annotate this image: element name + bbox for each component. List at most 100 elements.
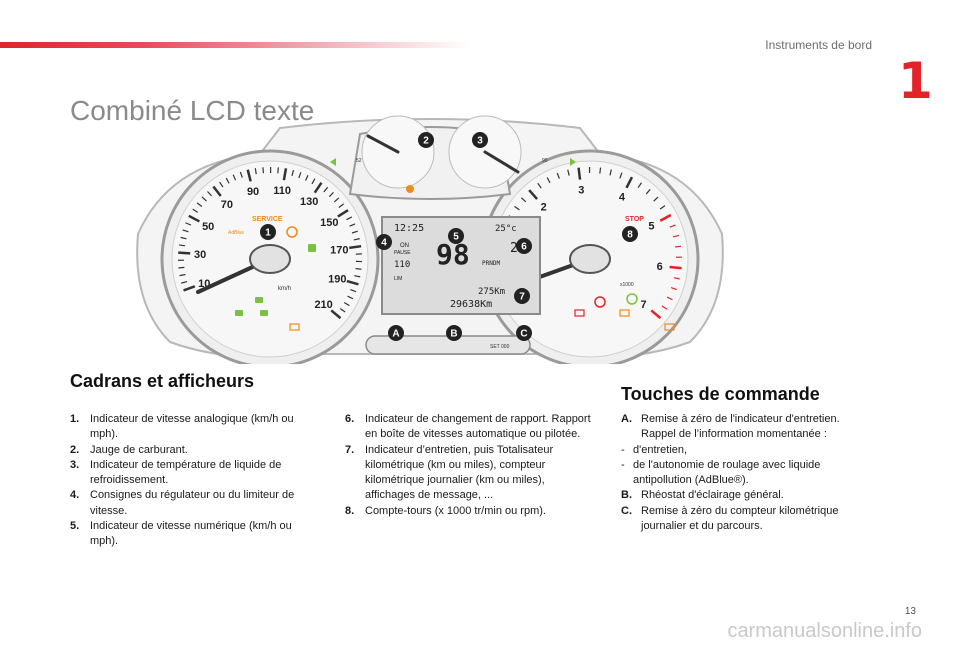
list-item: 5.Indicateur de vitesse numérique (km/h … — [70, 520, 292, 548]
list-item: B.Rhéostat d'éclairage général. — [621, 489, 784, 502]
rpm-tick-label: 4 — [619, 192, 626, 204]
dial-tick — [675, 245, 682, 248]
dial-tick — [178, 266, 185, 269]
lcd-gear: 2 — [510, 241, 518, 256]
speed-tick-label: 130 — [300, 196, 318, 208]
dial-tick — [650, 309, 662, 320]
list-item: 7.Indicateur d’entretien, puis Totalisat… — [345, 443, 554, 502]
lcd-pause: PAUSE — [394, 250, 411, 256]
lcd-odo: 29638Km — [450, 299, 492, 310]
callout-number: 4 — [381, 238, 387, 249]
dial-tick — [637, 182, 642, 189]
controls-heading: Touches de commande — [621, 384, 820, 404]
callout-marker-1 — [260, 224, 276, 240]
sub-item: -de l'autonomie de roulage avec liquide … — [621, 458, 821, 487]
callout-number: 2 — [423, 136, 429, 147]
speed-unit: km/h — [278, 286, 291, 292]
dial-tick — [188, 214, 200, 223]
dial-tick — [353, 238, 360, 241]
speed-tick-label: 70 — [221, 199, 233, 211]
dial-tick — [212, 185, 222, 197]
dial-tick — [577, 167, 582, 180]
sub-item: -d'entretien, — [621, 443, 688, 456]
rpm-tick-label: 5 — [648, 221, 654, 233]
callout-number: 6 — [521, 242, 527, 253]
lcd-temp: 25°c — [495, 224, 517, 234]
dial-tick — [672, 234, 680, 238]
dial-tick — [313, 182, 323, 194]
button-b-marker — [446, 325, 462, 341]
dial-tick — [653, 196, 659, 202]
speed-tick-label: 50 — [202, 221, 214, 233]
callout-marker-4 — [376, 234, 392, 250]
speed-tick-label: 150 — [320, 217, 338, 229]
stop-label: STOP — [625, 216, 644, 223]
dial-tick — [183, 285, 196, 292]
speed-tick-label: 90 — [247, 186, 259, 198]
temp-scale: 90 — [542, 158, 548, 164]
dial-tick — [304, 174, 309, 181]
dial-tick — [609, 169, 612, 176]
dial-tick — [311, 178, 316, 185]
list-item: 6.Indicateur de changement de rapport. R… — [345, 413, 591, 441]
lcd-on: ON — [400, 243, 409, 249]
dial-tick — [346, 216, 353, 221]
lcd-time: 12:25 — [394, 223, 424, 234]
dial-tick — [330, 309, 342, 320]
list-item: A. Remise à zéro de l'indicateur d'entre… — [621, 413, 840, 441]
page-number: 13 — [904, 606, 916, 617]
dial-tick — [182, 229, 189, 233]
dial-tick — [567, 169, 570, 176]
dial-tick — [179, 273, 186, 277]
service-label: SERVICE — [252, 216, 283, 223]
dial-tick — [661, 305, 668, 310]
dial-tick — [537, 182, 542, 189]
fuel-scale: 52 — [356, 158, 362, 164]
dial-tick — [354, 275, 361, 278]
button-letter: B — [450, 329, 457, 340]
button-a-marker — [388, 325, 404, 341]
dial-tick — [282, 168, 288, 181]
callout-marker-3 — [472, 132, 488, 148]
callout-marker-5 — [448, 228, 464, 244]
dial-tick — [625, 176, 634, 189]
dial-tick — [338, 203, 345, 208]
callout-number: 7 — [519, 292, 525, 303]
dial-tick — [254, 168, 257, 175]
dial-tick — [219, 181, 224, 188]
watermark: carmanualsonline.info — [727, 620, 922, 642]
button-letter: A — [392, 329, 399, 340]
dial-tick — [246, 169, 252, 182]
dial-tick — [546, 177, 551, 184]
rpm-tick-label: 2 — [541, 202, 547, 214]
dial-tick — [201, 196, 207, 202]
dial-tick — [659, 205, 666, 210]
dial-tick — [355, 267, 362, 270]
dial-tick — [232, 174, 237, 181]
lcd-gear-seq: PRNDM — [482, 260, 500, 267]
dial-tick — [669, 265, 682, 270]
dial-tick — [328, 191, 334, 198]
dial-tick — [349, 223, 356, 227]
dial-tick — [178, 251, 191, 255]
list-item: 1.Indicateur de vitesse analogique (km/h… — [70, 413, 294, 441]
speed-tick-label: 190 — [328, 273, 346, 285]
dial-tick — [207, 191, 213, 197]
list-item: 2.Jauge de carburant. — [70, 443, 188, 456]
dial-tick — [670, 287, 677, 291]
dial-tick — [599, 167, 602, 174]
dial-tick — [666, 296, 673, 301]
list-item: 3.Indicateur de température de liquide d… — [70, 458, 282, 487]
dial-tick — [185, 222, 192, 226]
dial-tick — [349, 244, 362, 250]
dial-tick — [347, 295, 354, 300]
speed-tick-label: 110 — [273, 185, 291, 197]
dial-tick — [520, 197, 527, 203]
dial-tick — [333, 197, 340, 203]
dial-tick — [514, 205, 520, 211]
header-accent-bar — [0, 42, 470, 48]
speed-tick-label: 30 — [194, 249, 206, 261]
dial-tick — [298, 172, 302, 179]
dial-tick — [337, 209, 349, 218]
